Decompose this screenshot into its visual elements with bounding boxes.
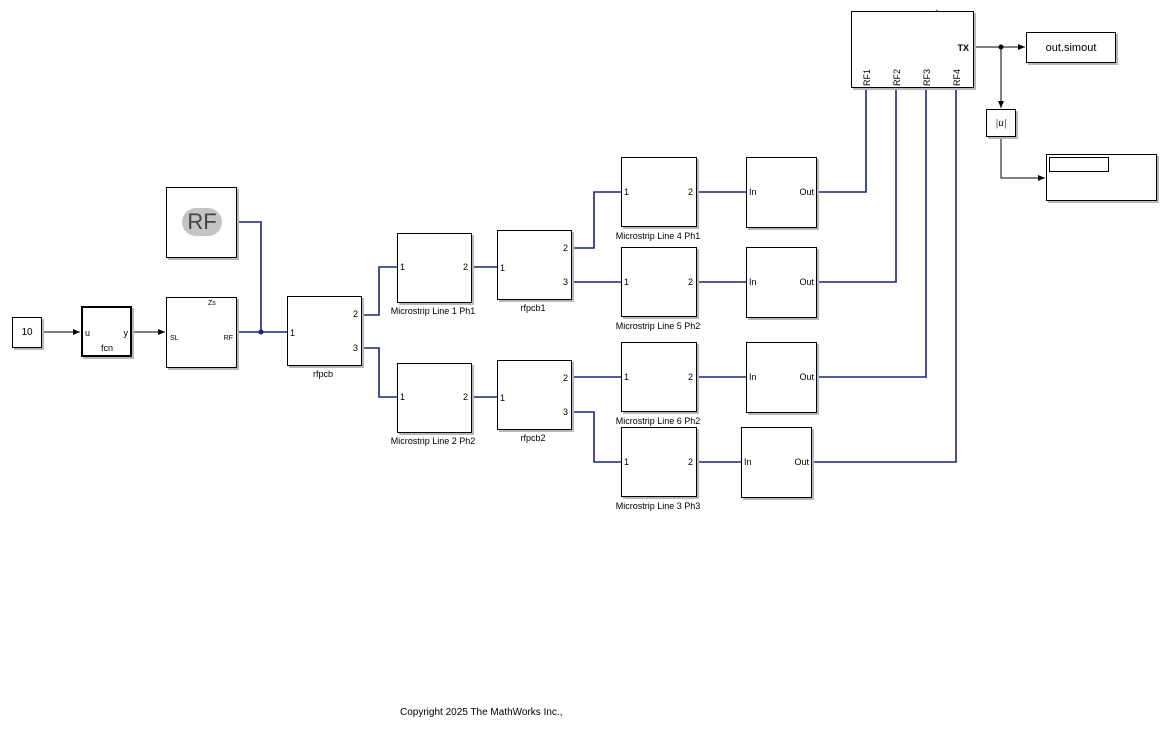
rfpcb2-port-2: 2 — [562, 373, 568, 383]
branch-junction — [998, 44, 1004, 50]
amp2-port-out: Out — [799, 277, 814, 287]
rfpcb-block[interactable]: 1 2 3 — [287, 296, 362, 366]
tx-port-rf2: RF2 — [892, 68, 902, 86]
ml5-label: Microstrip Line 5 Ph2 — [615, 321, 701, 331]
ml2-label: Microstrip Line 2 Ph2 — [390, 436, 476, 446]
ml3-port-2: 2 — [687, 457, 693, 467]
rf-wires — [236, 87, 957, 463]
tx-port-rf4: RF4 — [952, 68, 962, 86]
rfpcb2-port-1: 1 — [500, 393, 506, 403]
ml1-label: Microstrip Line 1 Ph1 — [390, 306, 476, 316]
fcn-block[interactable]: u y fcn — [81, 306, 132, 357]
rfpcb2-label: rfpcb2 — [520, 433, 546, 443]
ml4-port-2: 2 — [687, 187, 693, 197]
amp1-port-out: Out — [799, 187, 814, 197]
ml6-port-2: 2 — [687, 372, 693, 382]
rfpcb-port-1: 1 — [290, 328, 296, 338]
tx-port-rf3: RF3 — [922, 68, 932, 86]
rfpcb2-port-3: 3 — [562, 407, 568, 417]
ml5-port-1: 1 — [624, 277, 630, 287]
ml1-port-2: 2 — [462, 262, 468, 272]
constant-value: 10 — [21, 327, 33, 338]
ml1-port-1: 1 — [400, 262, 406, 272]
ml2-port-2: 2 — [462, 392, 468, 402]
fcn-label: fcn — [101, 343, 114, 353]
rfpcb1-port-2: 2 — [562, 243, 568, 253]
rfpcb-port-3: 3 — [352, 343, 358, 353]
amplifier-3-block[interactable]: In Out — [746, 342, 817, 413]
microstrip-line-3-block[interactable]: 1 2 — [621, 427, 697, 497]
rfpcb1-port-3: 3 — [562, 277, 568, 287]
rfpcb1-label: rfpcb1 — [520, 303, 546, 313]
rf-junction — [258, 329, 264, 335]
microstrip-line-6-block[interactable]: 1 2 — [621, 342, 697, 412]
tx-port-rf1: RF1 — [862, 68, 872, 86]
amp2-port-in: In — [749, 277, 757, 287]
display-value-field — [1049, 157, 1109, 172]
ml5-port-2: 2 — [687, 277, 693, 287]
source-port-rf: RF — [223, 335, 233, 342]
display-block[interactable] — [1046, 154, 1157, 201]
copyright-text: Copyright 2025 The MathWorks Inc., — [400, 707, 563, 718]
rfpcb-port-2: 2 — [352, 309, 358, 319]
amplifier-1-block[interactable]: In Out — [746, 157, 817, 228]
rf-source-block[interactable]: SL RF Zs — [166, 297, 237, 368]
amp3-port-out: Out — [799, 372, 814, 382]
ml4-port-1: 1 — [624, 187, 630, 197]
ml2-port-1: 1 — [400, 392, 406, 402]
microstrip-line-1-block[interactable]: 1 2 — [397, 233, 472, 303]
amp4-port-out: Out — [794, 457, 809, 467]
amp3-port-in: In — [749, 372, 757, 382]
microstrip-line-2-block[interactable]: 1 2 — [397, 363, 472, 433]
tx-port: TX — [957, 43, 969, 53]
to-workspace-label: out.simout — [1045, 41, 1097, 54]
abs-block[interactable]: |u| — [986, 109, 1016, 137]
ml3-label: Microstrip Line 3 Ph3 — [615, 501, 701, 511]
rfpcb1-block[interactable]: 1 2 3 — [497, 230, 572, 300]
microstrip-line-5-block[interactable]: 1 2 — [621, 247, 697, 317]
rfpcb-label: rfpcb — [312, 369, 334, 379]
ml6-label: Microstrip Line 6 Ph2 — [615, 416, 701, 426]
rfpcb2-block[interactable]: 1 2 3 — [497, 360, 572, 430]
amplifier-4-block[interactable]: In Out — [741, 427, 812, 498]
amp1-port-in: In — [749, 187, 757, 197]
rf-configuration-block[interactable]: RF — [166, 187, 237, 258]
antenna-tx-block[interactable]: TX RF1 RF2 RF3 RF4 — [851, 11, 974, 88]
source-port-sl: SL — [170, 335, 179, 342]
abs-label: |u| — [995, 117, 1007, 129]
microstrip-line-4-block[interactable]: 1 2 — [621, 157, 697, 227]
to-workspace-block[interactable]: out.simout — [1026, 32, 1116, 63]
ml3-port-1: 1 — [624, 457, 630, 467]
fcn-port-u: u — [85, 328, 91, 338]
source-zs: Zs — [208, 300, 216, 307]
fcn-port-y: y — [123, 328, 129, 338]
ml6-port-1: 1 — [624, 372, 630, 382]
rf-config-badge: RF — [182, 208, 222, 236]
constant-block[interactable]: 10 — [12, 317, 42, 348]
amplifier-2-block[interactable]: In Out — [746, 247, 817, 318]
ml4-label: Microstrip Line 4 Ph1 — [615, 231, 701, 241]
rfpcb1-port-1: 1 — [500, 263, 506, 273]
amp4-port-in: In — [744, 457, 752, 467]
